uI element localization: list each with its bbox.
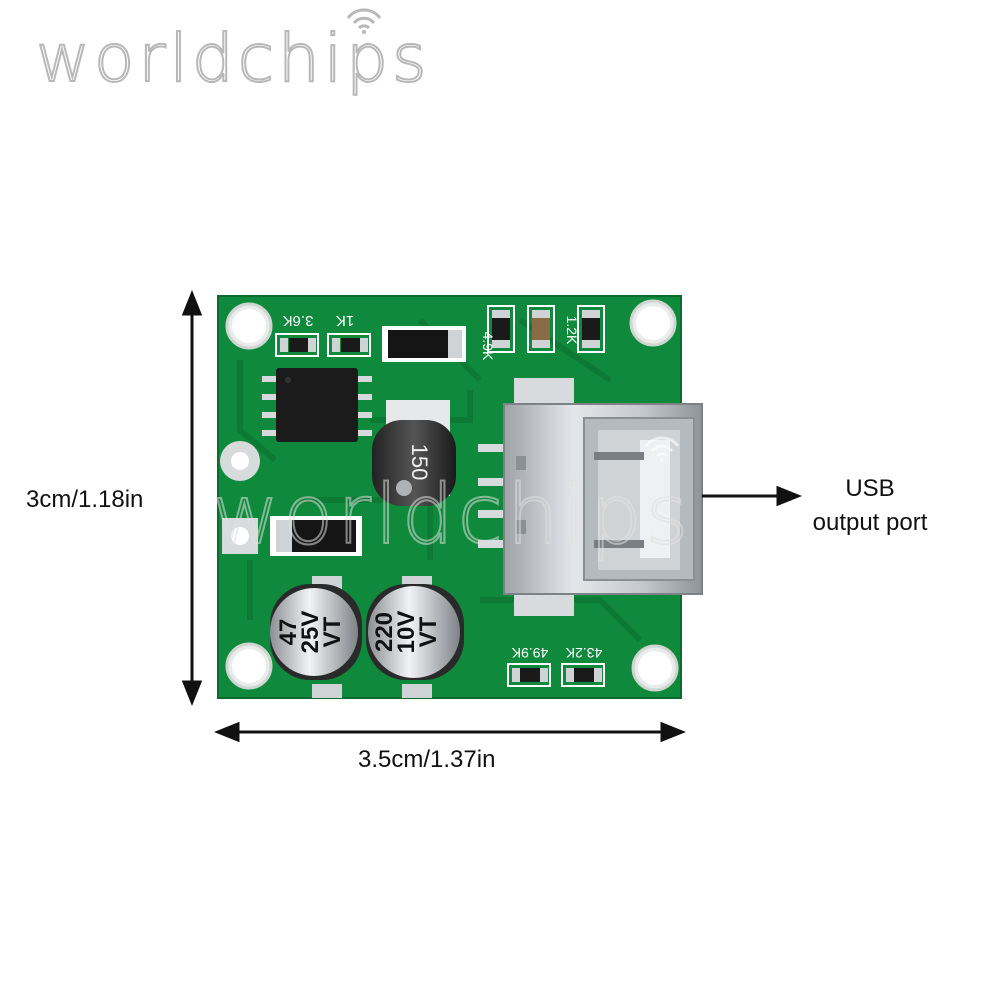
electrolytic-capacitor-47uf <box>270 576 362 698</box>
mounting-holes <box>225 299 679 692</box>
cap1-line1: 47 <box>275 619 302 646</box>
input-pads <box>220 441 260 554</box>
ic-chip-soic8 <box>262 368 372 442</box>
power-inductor <box>372 400 456 506</box>
width-dimension-arrow <box>213 721 687 743</box>
cap2-line2: 10V <box>393 611 420 654</box>
usb-output-port-label: USB output port <box>790 472 950 540</box>
silk-label-inductor: 150 <box>407 444 432 481</box>
watermark-logo-overlay: worldchips <box>211 467 693 564</box>
smd-resistors-top-left <box>275 333 371 357</box>
smd-parts-top-right <box>487 305 605 353</box>
height-dimension-label: 3cm/1.18in <box>26 486 144 513</box>
cap1-line2: 25V <box>297 611 324 654</box>
silk-label-r3: 4.9K <box>480 332 496 361</box>
height-dimension-arrow <box>181 289 203 707</box>
usb-a-connector <box>478 378 703 616</box>
smd-resistors-bottom-right <box>507 663 605 687</box>
usb-label-line1: USB <box>845 475 895 502</box>
electrolytic-capacitor-220uf <box>366 576 464 698</box>
smd-diode-middle <box>270 516 362 556</box>
wifi-icon <box>644 436 680 462</box>
wifi-icon <box>346 8 382 34</box>
silk-label-r6: 43.2K <box>565 645 602 661</box>
silk-label-r2: 1K <box>336 312 354 329</box>
silk-label-r1: 3.6K <box>283 312 314 329</box>
cap2-line1: 220 <box>371 612 398 652</box>
silk-label-r5: 49.9K <box>511 645 548 661</box>
cap1-line3: VT <box>319 616 346 647</box>
cap2-line3: VT <box>415 616 442 647</box>
usb-label-line2: output port <box>812 509 928 536</box>
silk-label-r4: 1.2K <box>564 316 580 345</box>
width-dimension-label: 3.5cm/1.37in <box>358 746 496 773</box>
smd-diode-top <box>382 326 466 362</box>
usb-callout-arrow <box>702 485 803 507</box>
